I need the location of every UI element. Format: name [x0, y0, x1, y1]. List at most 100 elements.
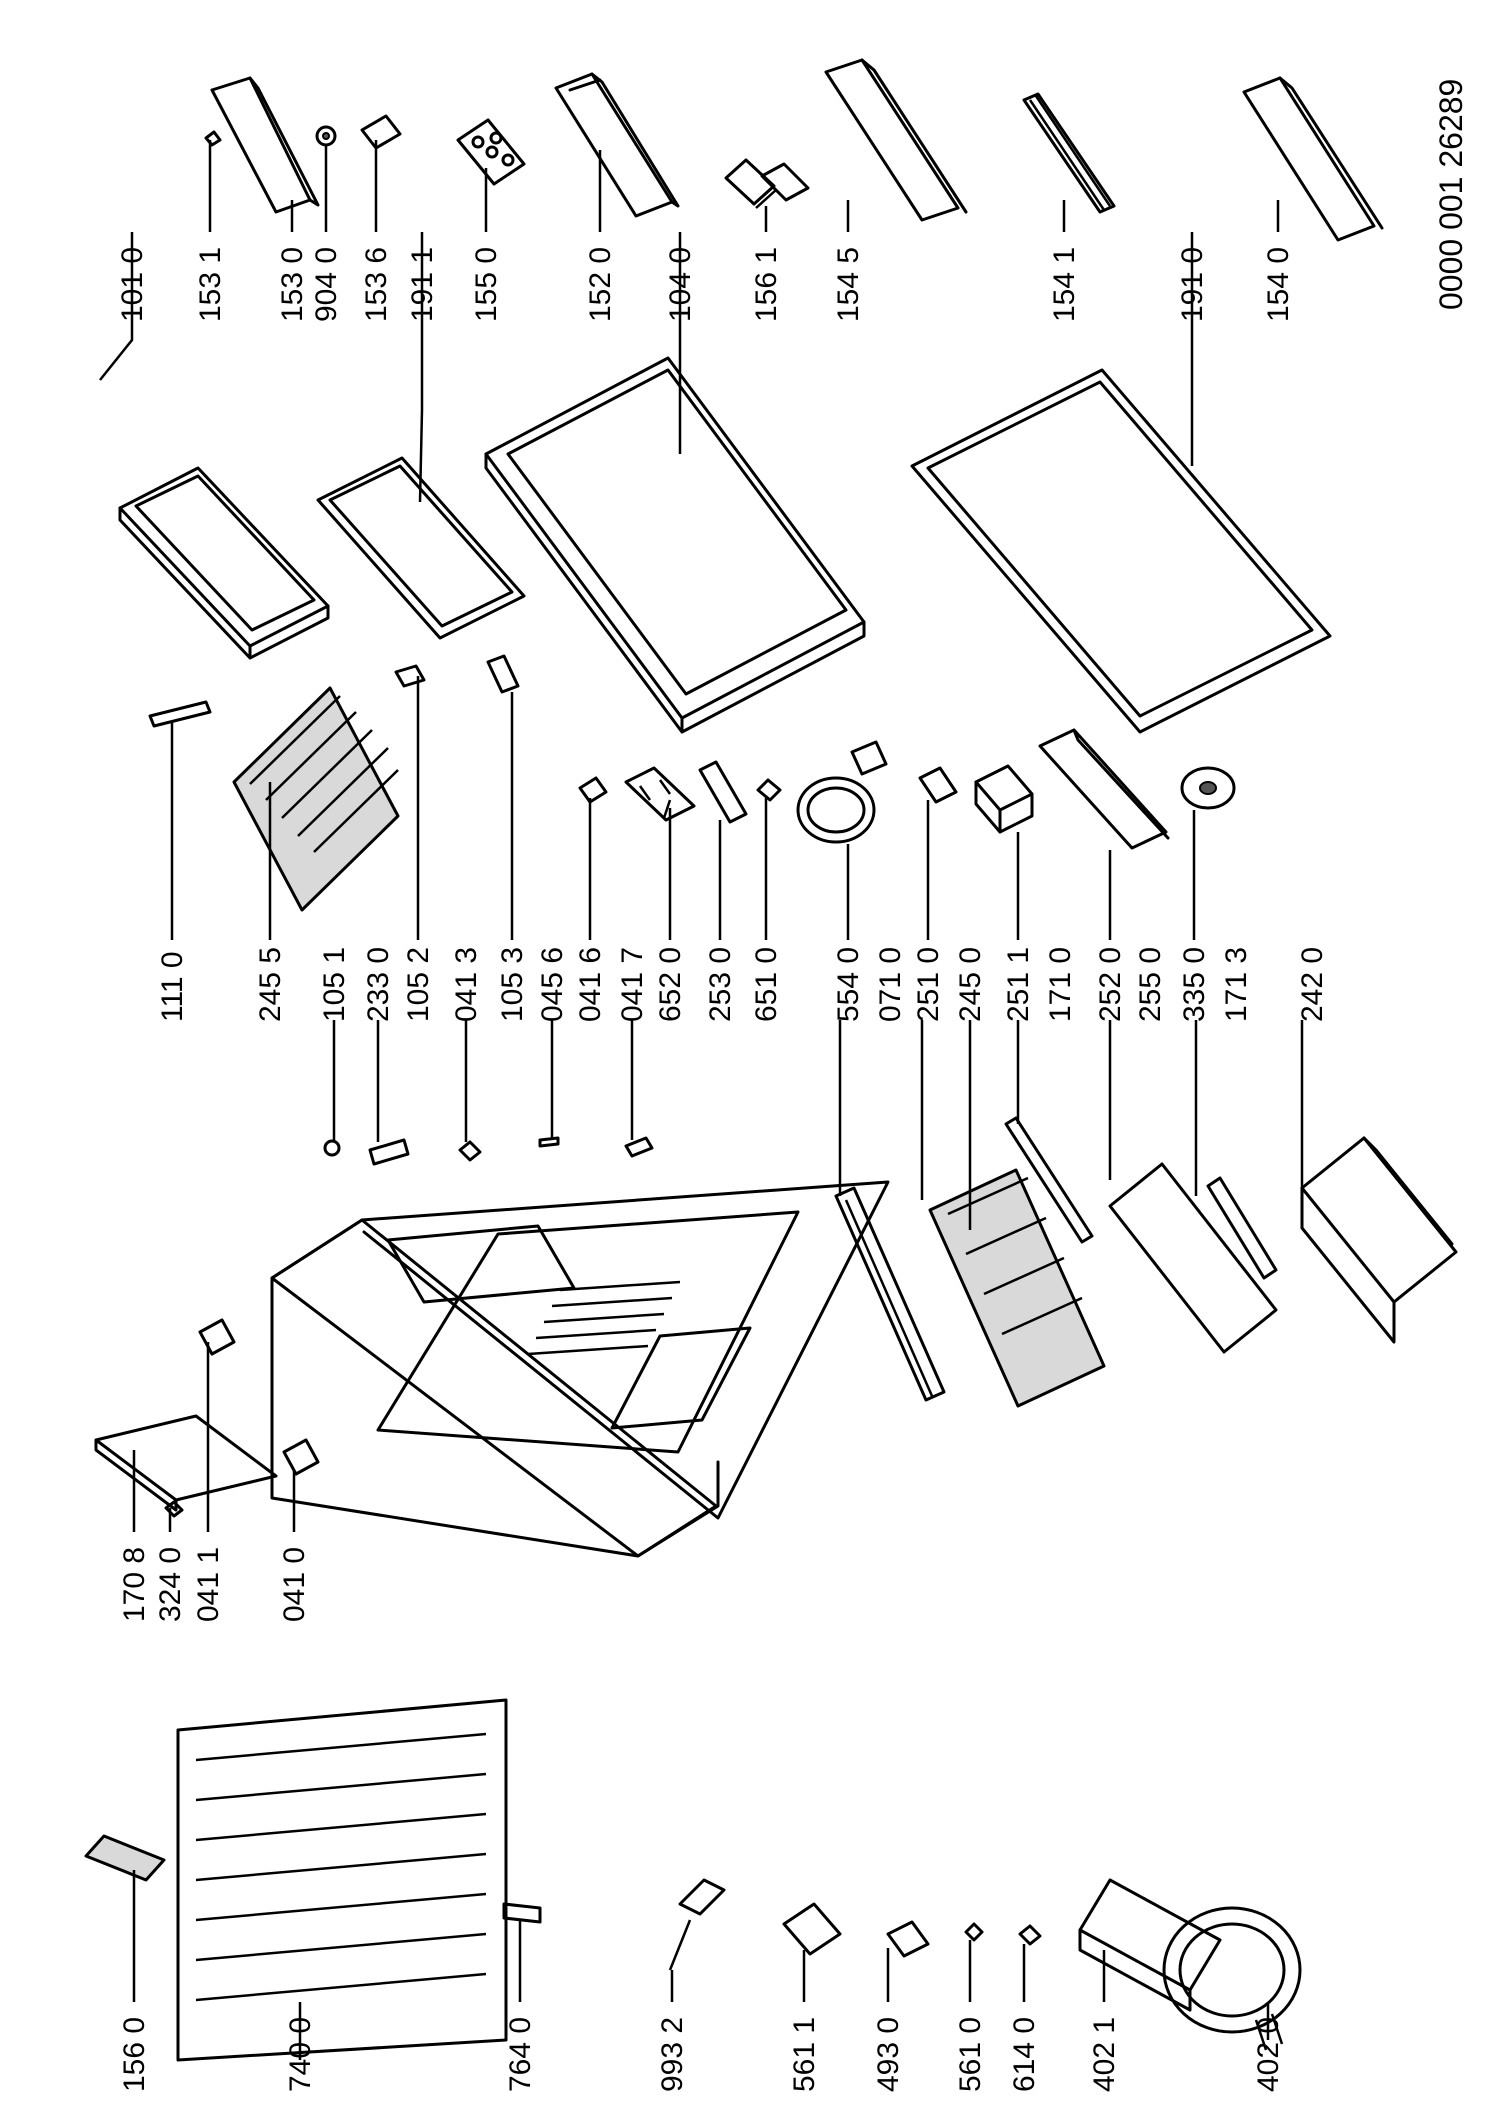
part-door-shelf-1540	[1242, 76, 1384, 242]
part-label: 045 6	[536, 947, 569, 1022]
part-label: 253 0	[704, 947, 737, 1022]
part-wire-shelf-2450	[928, 1168, 1106, 1408]
part-label: 402 1	[1088, 2017, 1121, 2092]
part-light-box-2511	[974, 764, 1034, 834]
part-door-shelf-1520	[554, 72, 680, 218]
part-label: 105 3	[496, 947, 529, 1022]
part-condenser-7400	[176, 1698, 508, 2062]
part-label: 041 3	[450, 947, 483, 1022]
part-label: 191 0	[1176, 247, 1209, 322]
part-label: 156 1	[750, 247, 783, 322]
part-label: 242 0	[1296, 947, 1329, 1022]
part-door-shelf-1545	[824, 58, 968, 222]
part-relay-4930	[886, 1920, 930, 1958]
leader-lines	[99, 140, 1304, 2060]
part-drip-tray-4021	[1078, 1878, 1222, 2012]
part-label: 111 0	[156, 951, 189, 1022]
part-label: 251 0	[912, 947, 945, 1022]
document-number: 0000 001 26289	[1433, 79, 1469, 310]
part-screw-3240	[164, 1500, 184, 1518]
part-label: 335 0	[1178, 947, 1211, 1022]
part-label: 171 0	[1044, 947, 1077, 1022]
part-hinge-1536	[360, 114, 402, 150]
part-label: 171 3	[1220, 947, 1253, 1022]
part-hinge-1110	[148, 700, 212, 728]
part-label: 041 7	[616, 947, 649, 1022]
part-wire-shelf-2455	[232, 686, 400, 912]
part-hinge-0410	[282, 1438, 320, 1476]
part-label: 561 0	[954, 2017, 987, 2092]
part-label: 154 5	[832, 247, 865, 322]
part-label: 614 0	[1008, 2017, 1041, 2092]
part-label: 152 0	[584, 247, 617, 322]
part-label: 740 0	[284, 2017, 317, 2092]
part-screw-0413	[458, 1140, 482, 1162]
part-label: 993 2	[656, 2017, 689, 2092]
part-egg-tray-1550	[456, 118, 526, 186]
part-label: 561 1	[788, 2017, 821, 2092]
part-label: 104 0	[664, 247, 697, 322]
part-label: 170 8	[118, 1547, 151, 1622]
part-freezer-door-1010	[118, 466, 330, 660]
part-bracket-0417	[624, 1136, 654, 1158]
part-label: 153 1	[194, 247, 227, 322]
part-door-bar-1530	[210, 76, 320, 214]
part-label: 904 0	[310, 247, 343, 322]
part-shelf-frame-0710	[834, 1186, 946, 1402]
part-clip-5610	[964, 1922, 984, 1942]
part-hinge-1053	[486, 654, 520, 694]
part-rail-1710	[1004, 1116, 1094, 1244]
part-label: 154 0	[1262, 247, 1295, 322]
part-pin-0456	[538, 1136, 560, 1148]
part-label: 105 2	[402, 947, 435, 1022]
part-label: 245 0	[954, 947, 987, 1022]
part-fan-5540	[796, 740, 888, 844]
part-compressor-4020	[1162, 1906, 1302, 2051]
part-rail-1713	[1206, 1176, 1278, 1280]
part-knob-9040	[315, 125, 337, 147]
part-bottle-guard-1561	[724, 158, 810, 209]
part-label: 156 0	[118, 2017, 151, 2092]
part-label: 041 0	[278, 1547, 311, 1622]
part-fridge-door-1040	[484, 356, 866, 734]
part-relay-5611	[782, 1902, 842, 1956]
part-label: 233 0	[362, 947, 395, 1022]
part-lamp-cover-2510	[918, 766, 958, 804]
part-thermostat-0416	[578, 776, 608, 804]
part-label: 324 0	[154, 1547, 187, 1622]
part-label: 652 0	[654, 947, 687, 1022]
part-bracket-2330	[368, 1138, 410, 1166]
part-label: 651 0	[750, 947, 783, 1022]
part-label: 101 0	[116, 247, 149, 322]
part-shelf-rail-1541	[1022, 92, 1116, 214]
part-clip-1531	[204, 130, 222, 147]
part-dryer-7640	[502, 1902, 542, 1924]
part-cable-assembly-6520	[624, 766, 696, 822]
part-label: 251 1	[1002, 947, 1035, 1022]
part-drawings	[84, 58, 1458, 2062]
part-lamp-2530	[698, 760, 748, 824]
part-label: 153 6	[360, 247, 393, 322]
part-control-housing-2520	[1038, 728, 1170, 850]
part-label: 191 1	[406, 247, 439, 322]
part-label: 493 0	[872, 2017, 905, 2092]
part-label: 041 6	[574, 947, 607, 1022]
part-hinge-1708	[94, 1414, 278, 1512]
part-label: 402 0	[1252, 2017, 1285, 2092]
part-crisper-2420	[1300, 1136, 1458, 1344]
part-door-gasket-1910	[910, 368, 1332, 734]
part-sensor-6510	[756, 778, 782, 802]
part-clip-6140	[1018, 1924, 1042, 1946]
part-screw-1051	[323, 1139, 341, 1157]
part-ice-tray-1560	[84, 1834, 166, 1882]
part-label: 554 0	[832, 947, 865, 1022]
part-label: 154 1	[1048, 247, 1081, 322]
part-knob-3350	[1180, 766, 1236, 810]
part-label: 105 1	[318, 947, 351, 1022]
part-label: 071 0	[874, 947, 907, 1022]
part-label: 245 5	[254, 947, 287, 1022]
part-label: 764 0	[504, 2017, 537, 2092]
part-hinge-1052	[394, 664, 426, 688]
part-cabinet	[270, 1180, 890, 1558]
